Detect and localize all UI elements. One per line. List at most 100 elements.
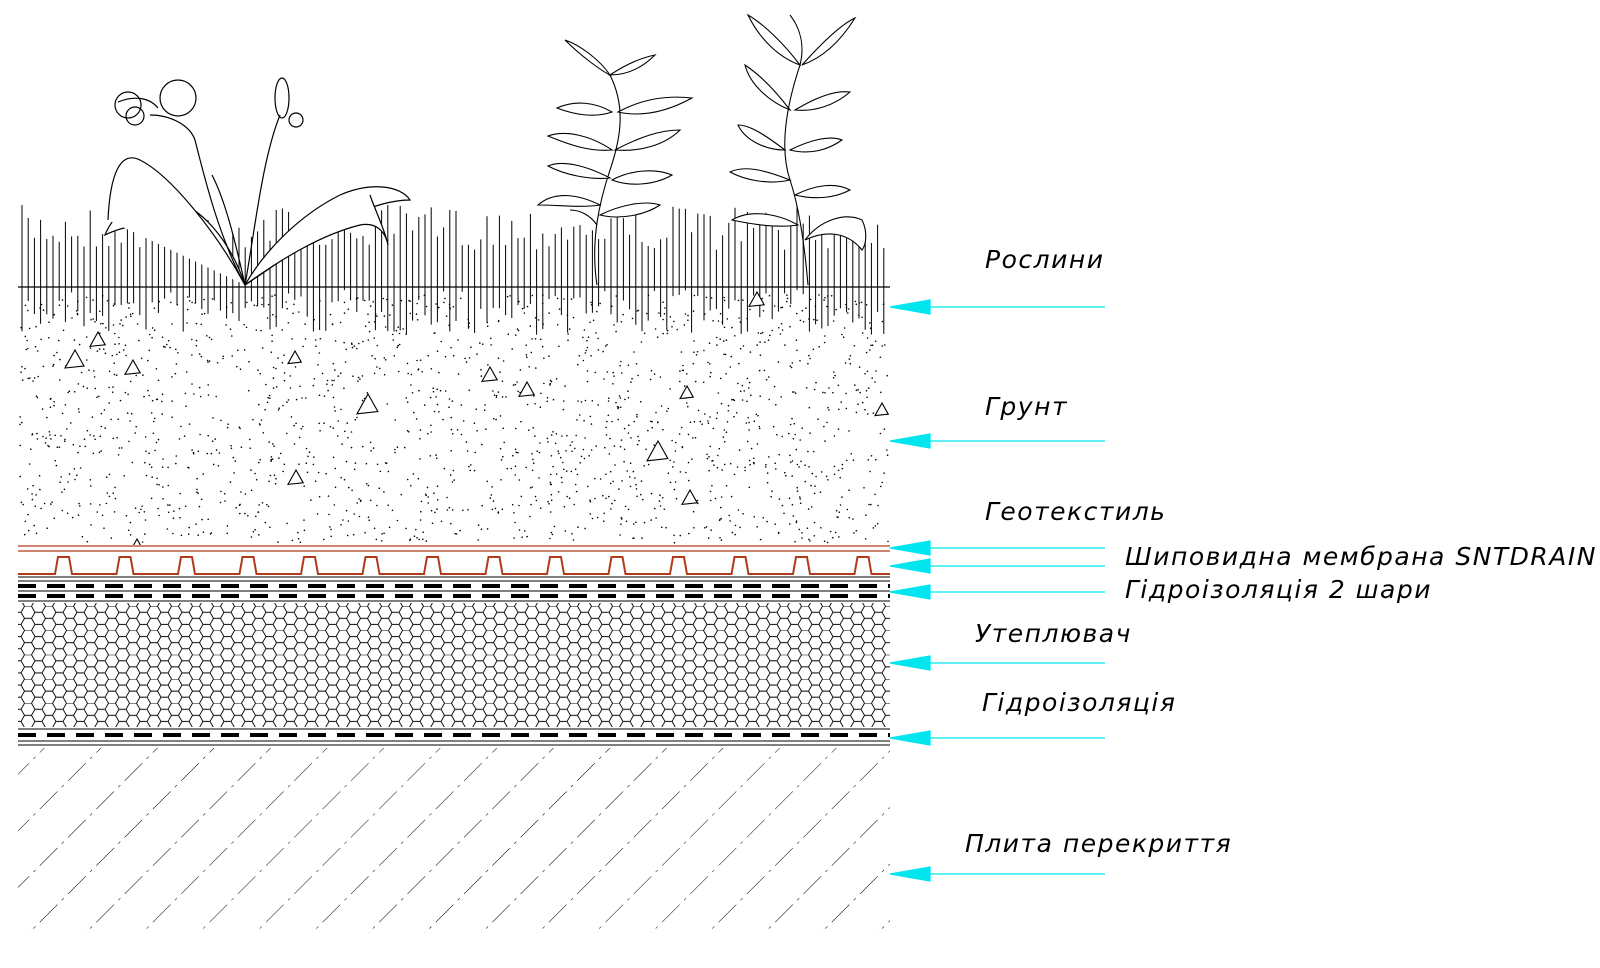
soil-dot [799,498,801,500]
soil-dot [79,505,81,507]
soil-dot [199,433,201,436]
soil-dot [535,499,538,502]
soil-dot [200,498,203,501]
soil-dot [687,319,689,322]
soil-dot [305,447,308,450]
soil-dot [618,488,620,490]
soil-dot [726,318,729,320]
soil-dot [187,533,190,535]
soil-dot [179,516,181,519]
soil-dot [331,384,334,386]
soil-dot [602,350,604,353]
soil-dot [534,435,536,437]
soil-dot [701,423,703,426]
soil-dot [232,456,235,459]
soil-dot [406,362,409,365]
soil-dot [791,362,794,364]
soil-dot [91,416,94,418]
soil-dot [330,528,332,531]
soil-dot [98,451,101,454]
soil-dot [44,442,47,444]
soil-dot [627,390,629,393]
soil-dot [551,533,554,536]
soil-dot [356,502,359,504]
soil-dot [785,474,787,477]
soil-dot [750,447,753,450]
soil-dot [729,462,732,465]
soil-dot [865,351,868,354]
soil-dot [842,336,845,339]
soil-dot [53,401,55,403]
soil-dot [774,523,776,525]
soil-dot [786,294,788,296]
soil-dot [435,454,437,456]
soil-dot [423,404,426,406]
soil-dot [327,495,330,497]
soil-dot [92,318,94,320]
soil-dot [54,434,56,437]
soil-dot [495,396,498,399]
soil-dot [359,378,361,380]
soil-dot [355,298,358,300]
soil-dot [687,405,689,408]
label-plants: Рослини [985,245,1104,274]
soil-dot [310,499,312,501]
soil-dot [35,532,38,535]
soil-dot [531,338,533,340]
soil-dot [278,457,280,459]
soil-dot [539,406,542,409]
soil-dot [459,529,461,532]
soil-dot [158,514,160,517]
soil-dot [853,345,856,347]
soil-dot [202,531,205,533]
soil-dot [332,427,335,429]
soil-dot [31,434,33,436]
soil-dot [547,500,549,503]
soil-dot [67,391,69,394]
soil-dot [369,441,372,444]
soil-dot [188,423,191,425]
soil-dot [532,458,534,461]
soil-dot [462,420,465,422]
soil-dot [186,308,189,311]
soil-dot [367,339,370,341]
soil-dot [635,363,638,365]
soil-dot [542,323,544,325]
soil-dot [635,483,637,486]
soil-dot [870,344,872,347]
soil-dot [99,504,101,506]
soil-dot [416,302,419,305]
soil-dot [141,541,144,543]
soil-stone [518,380,536,398]
soil-dot [397,344,399,347]
soil-dot [211,298,214,300]
soil-dot [711,485,713,487]
soil-dot [749,463,751,466]
soil-dot [275,478,277,480]
soil-dot [438,411,440,413]
soil-dot [86,359,88,361]
soil-dot [57,339,60,342]
soil-dot [372,301,375,303]
soil-dot [249,438,251,441]
soil-dot [507,333,510,336]
soil-dot [808,406,811,409]
soil-dot [449,474,452,476]
soil-dot [669,481,672,484]
soil-dot [56,351,58,354]
soil-dot [287,399,290,401]
soil-dot [36,396,39,399]
soil-dot [356,416,358,419]
slab-layer [18,748,890,933]
soil-dot [63,488,66,491]
soil-dot [85,296,88,299]
soil-dot [427,502,430,504]
soil-dot [303,519,305,521]
soil-dot [687,461,690,464]
soil-stone [64,348,85,369]
soil-dot [384,359,387,361]
soil-dot [588,455,590,457]
soil-dot [579,462,581,464]
soil-dot [791,417,793,420]
soil-dot [27,299,30,301]
